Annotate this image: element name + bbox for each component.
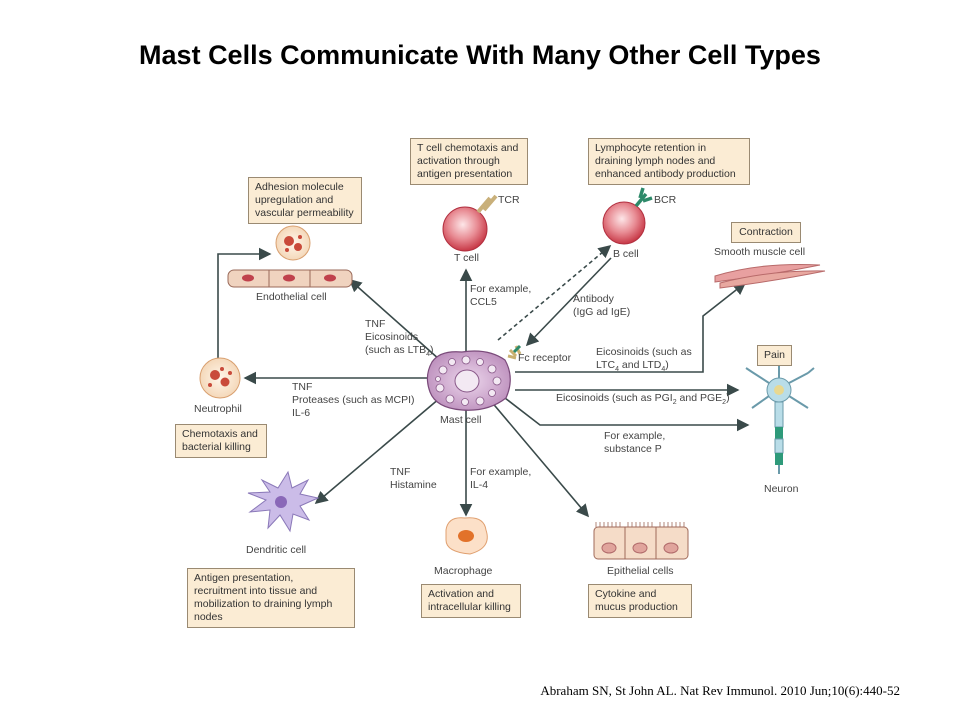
arrow-to-smooth xyxy=(515,282,747,373)
box-chemotaxis: Chemotaxis and bacterial killing xyxy=(175,424,267,458)
neuron-graphic xyxy=(745,362,815,474)
label-smooth-muscle: Smooth muscle cell xyxy=(714,246,806,258)
dendritic-graphic xyxy=(247,470,320,533)
mediator-pgi2-pge2: Eicosinoids (such as PGI2 and PGE2) xyxy=(556,392,730,407)
neutrophil-graphic xyxy=(199,357,241,399)
mediator-tnf-histamine: TNF Histamine xyxy=(390,466,437,491)
arrow-dashed-bcell xyxy=(497,244,612,341)
mast-cell-graphic xyxy=(426,344,522,411)
label-macrophage: Macrophage xyxy=(434,565,493,577)
label-tcell: T cell xyxy=(454,252,479,264)
mediator-antibody: Antibody (IgG ad IgE) xyxy=(573,293,631,318)
mediator-ccl5: For example, CCL5 xyxy=(470,283,532,308)
arrow-neutrophil-up xyxy=(217,247,272,360)
slide-title: Mast Cells Communicate With Many Other C… xyxy=(139,40,821,70)
box-cytokine: Cytokine and mucus production xyxy=(588,584,692,618)
box-pain: Pain xyxy=(757,345,792,366)
box-bcell-function: Lymphocyte retention in draining lymph n… xyxy=(588,138,750,185)
label-mast-cell: Mast cell xyxy=(440,414,482,426)
label-fc-receptor: Fc receptor xyxy=(518,352,572,364)
mediator-il4: For example, IL-4 xyxy=(470,466,532,491)
macrophage-graphic xyxy=(445,517,488,555)
label-bcell: B cell xyxy=(613,248,639,260)
label-bcr: BCR xyxy=(654,194,677,206)
arrows xyxy=(217,244,750,518)
label-tcr: TCR xyxy=(498,194,520,206)
box-activation: Activation and intracellular killing xyxy=(421,584,521,618)
mediator-proteases: TNF Proteases (such as MCPI) IL-6 xyxy=(292,381,415,419)
label-endothelial: Endothelial cell xyxy=(256,291,327,303)
box-tcell-function: T cell chemotaxis and activation through… xyxy=(410,138,528,185)
label-epithelial: Epithelial cells xyxy=(607,565,674,577)
bcell-graphic xyxy=(602,187,653,245)
label-neutrophil: Neutrophil xyxy=(194,403,242,415)
box-contraction: Contraction xyxy=(731,222,801,243)
mediator-ltc4-ltd4: Eicosinoids (such as LTC4 and LTD4) xyxy=(596,346,692,374)
endothelial-graphic xyxy=(227,225,353,288)
arrow-to-endothelial xyxy=(348,278,441,361)
label-neuron: Neuron xyxy=(764,483,799,495)
arrow-to-neuron-2 xyxy=(504,397,750,432)
arrow-to-epithelial xyxy=(489,399,590,518)
arrow-to-dendritic xyxy=(314,397,441,505)
arrow-antibody xyxy=(525,257,612,347)
box-adhesion: Adhesion molecule upregulation and vascu… xyxy=(248,177,362,224)
box-antigen-presentation: Antigen presentation, recruitment into t… xyxy=(187,568,355,628)
mediator-tnf-eicosinoids: TNF Eicosinoids (such as LTB4) xyxy=(365,318,434,359)
mediator-substance-p: For example, substance P xyxy=(604,430,666,455)
smooth-muscle-graphic xyxy=(714,263,826,289)
label-dendritic: Dendritic cell xyxy=(246,544,307,556)
citation: Abraham SN, St John AL. Nat Rev Immunol.… xyxy=(540,683,900,698)
tcell-graphic xyxy=(442,194,498,252)
epithelial-graphic xyxy=(593,522,689,560)
